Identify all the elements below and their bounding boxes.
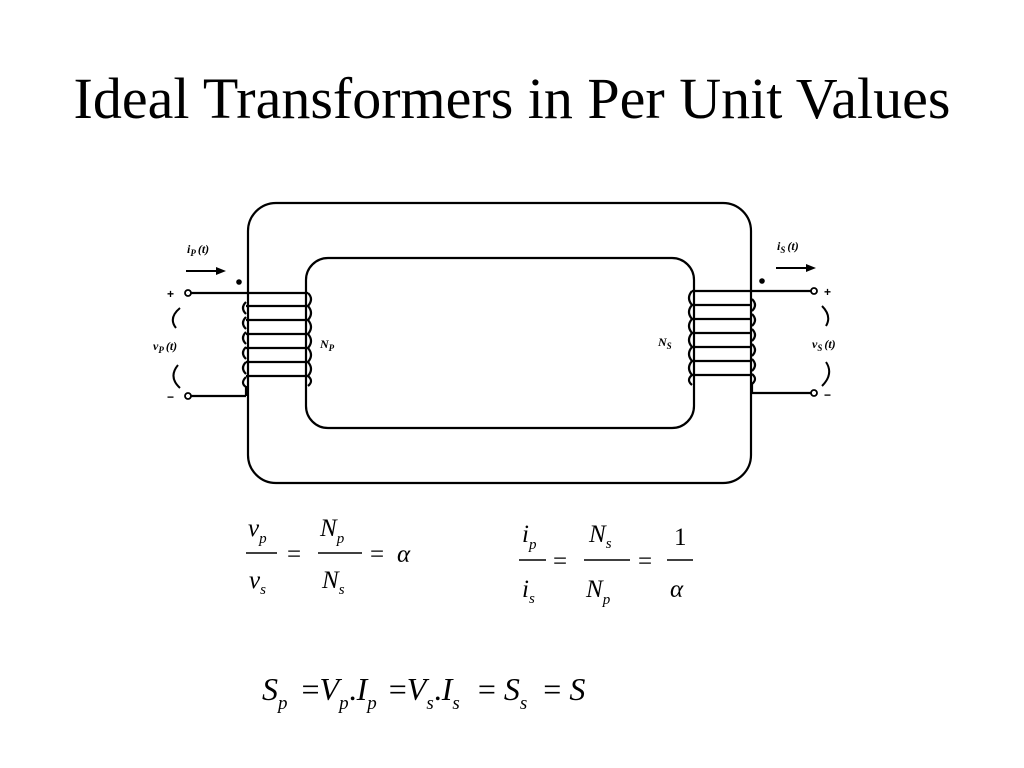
power-equation: Sp =Vp.Ip =Vs.Is =Ss =S bbox=[262, 671, 585, 716]
svg-text:ip: ip bbox=[522, 521, 537, 553]
primary-polarity-dot bbox=[236, 279, 242, 285]
secondary-current-label: iS(t) bbox=[777, 239, 799, 255]
svg-text:vs: vs bbox=[249, 567, 266, 598]
primary-current-arrow bbox=[186, 267, 226, 275]
primary-voltage-bracket bbox=[171, 307, 181, 389]
secondary-terminal-bottom bbox=[810, 389, 818, 397]
svg-text:=: = bbox=[287, 541, 301, 568]
svg-text:=: = bbox=[553, 548, 567, 575]
svg-text:Np: Np bbox=[585, 576, 611, 608]
primary-current-label: iP(t) bbox=[187, 242, 209, 258]
svg-text:Np: Np bbox=[319, 515, 345, 547]
svg-text:1: 1 bbox=[674, 524, 687, 551]
primary-minus-sign: − bbox=[167, 390, 174, 404]
primary-turns-label: NP bbox=[319, 337, 335, 353]
primary-voltage-label: vP(t) bbox=[153, 339, 177, 355]
secondary-turns-label: NS bbox=[657, 335, 672, 351]
voltage-ratio-equation: vp vs = Np Ns = α bbox=[246, 515, 411, 598]
secondary-voltage-bracket bbox=[821, 305, 831, 387]
svg-text:vp: vp bbox=[248, 515, 267, 547]
transformer-core bbox=[246, 201, 753, 485]
secondary-voltage-label: vS(t) bbox=[812, 337, 836, 353]
primary-winding bbox=[190, 291, 313, 398]
svg-text:=: = bbox=[638, 548, 652, 575]
secondary-winding bbox=[687, 289, 812, 395]
primary-terminal-top bbox=[184, 289, 192, 297]
secondary-polarity-dot bbox=[759, 278, 765, 284]
core-outer-edge bbox=[246, 201, 753, 485]
primary-terminal-bottom bbox=[184, 392, 192, 400]
svg-text:Sp =Vp.Ip =Vs.Is: Sp =Vp.Ip =Vs.Is =Ss =S bbox=[262, 671, 585, 716]
svg-text:Ns: Ns bbox=[321, 567, 345, 598]
svg-text:α: α bbox=[670, 576, 684, 603]
svg-text:α: α bbox=[397, 541, 411, 568]
core-window bbox=[304, 256, 696, 430]
secondary-current-arrow bbox=[776, 264, 816, 272]
secondary-terminal-top bbox=[810, 287, 818, 295]
svg-text:=: = bbox=[370, 541, 384, 568]
secondary-minus-sign: − bbox=[824, 388, 831, 402]
secondary-plus-sign: + bbox=[824, 285, 831, 299]
primary-plus-sign: + bbox=[167, 287, 174, 301]
current-ratio-equation: ip is = Ns Np = 1 α bbox=[519, 521, 693, 608]
slide-title: Ideal Transformers in Per Unit Values bbox=[73, 66, 951, 131]
svg-text:is: is bbox=[522, 576, 535, 607]
svg-text:Ns: Ns bbox=[588, 521, 612, 552]
